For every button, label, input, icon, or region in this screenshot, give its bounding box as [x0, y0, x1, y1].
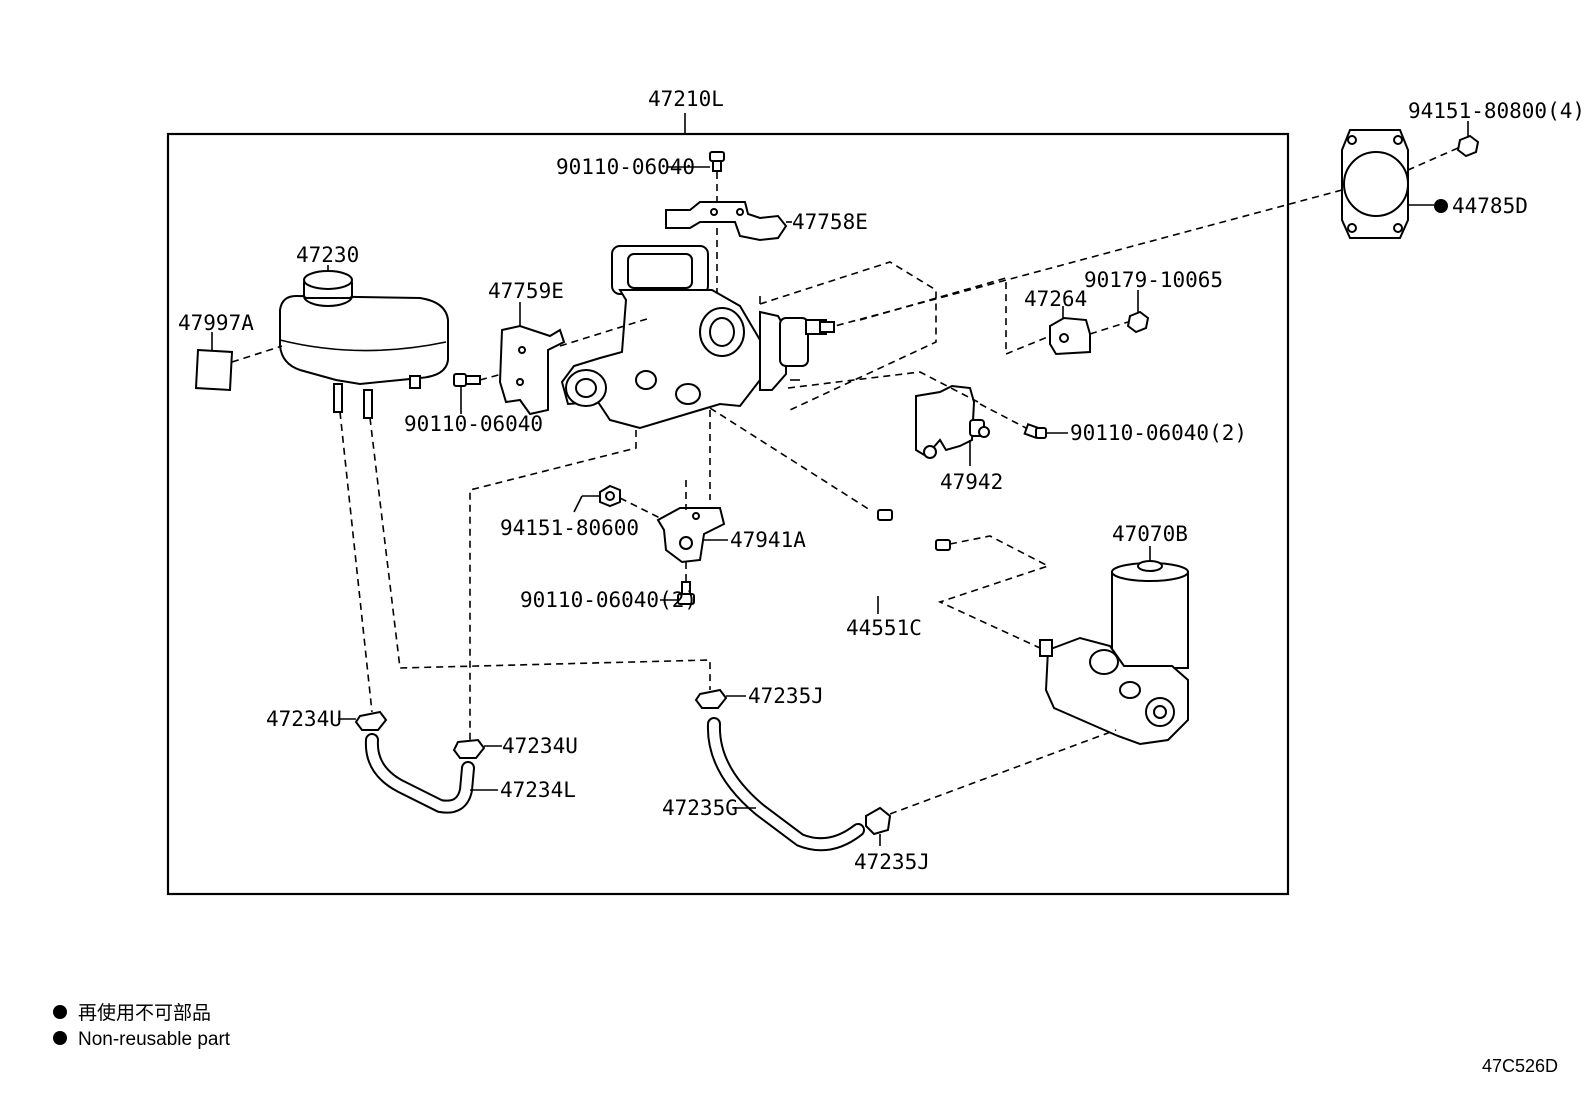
label-assembly[interactable]: 47210L [648, 87, 724, 111]
diagram-code: 47C526D [1482, 1056, 1558, 1076]
label-clamp-bottom[interactable]: 47235J [854, 850, 930, 874]
clamp-left-b-part[interactable] [452, 738, 486, 759]
sensor-part[interactable] [915, 384, 990, 459]
legend-marker-1 [53, 1005, 67, 1019]
label-bracket-mid[interactable]: 47941A [730, 528, 806, 552]
pump-part[interactable] [1039, 560, 1189, 746]
master-cylinder-part[interactable] [560, 245, 835, 430]
gasket-nut-part[interactable] [1456, 134, 1480, 158]
non-reusable-marker [1434, 199, 1448, 213]
reservoir-part[interactable] [279, 270, 449, 419]
label-screw-top[interactable]: 90110-06040 [556, 155, 695, 179]
label-screw-left[interactable]: 90110-06040 [404, 412, 543, 436]
hose-left-part[interactable] [364, 733, 475, 814]
clamp-left-a-part[interactable] [354, 710, 388, 731]
legend-text-en: Non-reusable part [78, 1029, 231, 1050]
label-insulator[interactable]: 47264 [1024, 287, 1087, 311]
screw-left-part[interactable] [453, 373, 481, 387]
label-screw-mid[interactable]: 90110-06040(2) [520, 588, 697, 612]
insulator-part[interactable] [1049, 316, 1091, 356]
screw-right-part[interactable] [1023, 422, 1047, 440]
reservoir-label-part[interactable] [194, 348, 234, 392]
label-gasket-nut[interactable]: 94151-80800(4) [1408, 99, 1585, 123]
label-screw-right[interactable]: 90110-06040(2) [1070, 421, 1247, 445]
assembly-frame [166, 132, 1290, 896]
label-nut-right[interactable]: 90179-10065 [1084, 268, 1223, 292]
label-clamp-left-a[interactable]: 47234U [266, 707, 342, 731]
label-pump[interactable]: 47070B [1112, 522, 1188, 546]
label-bracket-left[interactable]: 47759E [488, 279, 564, 303]
gasket-part[interactable] [1341, 129, 1409, 239]
label-tube[interactable]: 44551C [846, 616, 922, 640]
label-reservoir-label[interactable]: 47997A [178, 311, 254, 335]
bracket-left-part[interactable] [498, 324, 566, 416]
clamp-bottom-part[interactable] [865, 806, 892, 836]
hose-mid-part[interactable] [706, 717, 865, 852]
screw-top-part[interactable] [709, 151, 725, 172]
clamp-mid-part[interactable] [694, 688, 728, 709]
bracket-mid-part[interactable] [656, 507, 726, 564]
tube-part[interactable] [859, 509, 951, 597]
label-hose-left[interactable]: 47234L [500, 778, 576, 802]
nut-mid-part[interactable] [599, 484, 621, 508]
label-nut-mid[interactable]: 94151-80600 [500, 516, 639, 540]
label-clamp-mid[interactable]: 47235J [748, 684, 824, 708]
bracket-top-part[interactable] [665, 201, 788, 242]
label-reservoir[interactable]: 47230 [296, 243, 359, 267]
label-hose-mid[interactable]: 47235G [662, 796, 738, 820]
nut-right-part[interactable] [1126, 310, 1150, 334]
label-bracket-top[interactable]: 47758E [792, 210, 868, 234]
label-clamp-left-b[interactable]: 47234U [502, 734, 578, 758]
legend-marker-2 [53, 1031, 67, 1045]
legend-text-jp: 再使用不可部品 [78, 1002, 211, 1024]
label-gasket[interactable]: 44785D [1452, 194, 1528, 218]
label-sensor[interactable]: 47942 [940, 470, 1003, 494]
screw-mid-part[interactable] [677, 581, 695, 605]
